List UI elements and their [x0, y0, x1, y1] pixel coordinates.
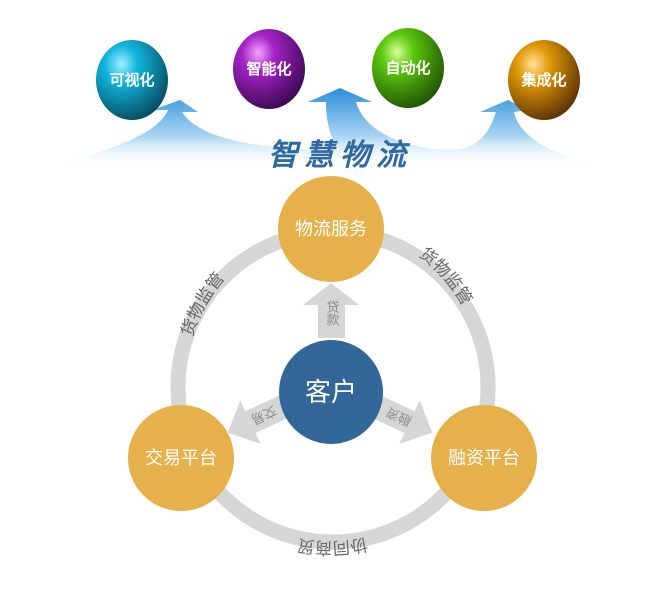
- arrow-label-up: 贷款: [324, 300, 340, 326]
- node-customer: 客户: [279, 340, 383, 444]
- goal-label: 智能化: [246, 60, 291, 78]
- node-financing-platform: 融资平台: [431, 405, 537, 511]
- arrow-up-loan: 贷款: [303, 283, 359, 338]
- ring-label-right-text: 货物监管: [415, 244, 476, 309]
- goal-ball-integration: 集成化: [508, 40, 580, 120]
- goal-ball-intelligence: 智能化: [233, 29, 305, 109]
- node-label: 融资平台: [448, 448, 520, 469]
- goal-ball-visualization: 可视化: [96, 40, 168, 120]
- goal-label: 自动化: [385, 59, 430, 77]
- goal-label: 可视化: [109, 71, 154, 89]
- header-title: 智慧物流: [268, 138, 412, 173]
- ring-label-right: 货物监管: [415, 244, 476, 309]
- node-label: 物流服务: [295, 219, 367, 240]
- arrow-right-finance: 融资: [368, 394, 433, 444]
- node-trading-platform: 交易平台: [128, 405, 234, 511]
- goal-ball-automation: 自动化: [372, 28, 444, 108]
- center-label: 客户: [305, 378, 357, 408]
- node-logistics-service: 物流服务: [278, 176, 384, 282]
- growth-arrows: [40, 88, 620, 168]
- goal-label: 集成化: [520, 71, 566, 89]
- node-label: 交易平台: [145, 448, 217, 469]
